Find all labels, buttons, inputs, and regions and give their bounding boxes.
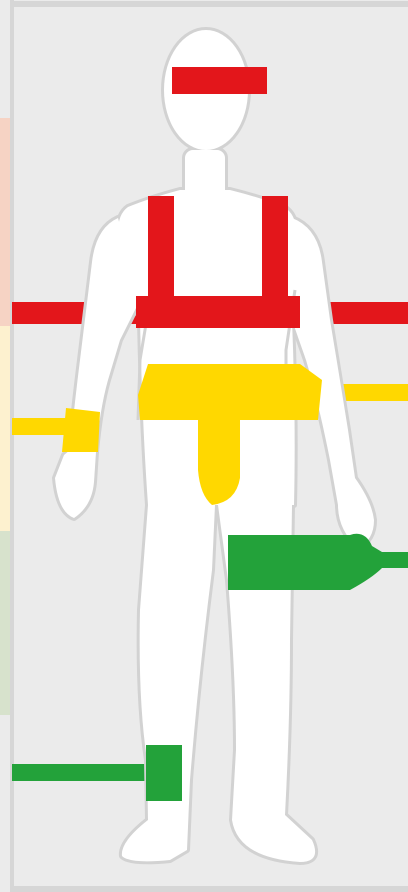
chest-strap-right [262,196,288,306]
groin-strap [198,420,240,505]
thigh-band [228,534,382,590]
chest-band [136,296,300,328]
head-band [172,67,267,94]
yellow-leader-line-left [12,418,68,435]
green-leader-line-left [12,764,152,781]
wrist-band [62,408,100,452]
chest-strap-left [148,196,174,306]
ankle-band [146,745,182,801]
waist-band [138,364,322,420]
green-leader-line-right [380,552,408,568]
